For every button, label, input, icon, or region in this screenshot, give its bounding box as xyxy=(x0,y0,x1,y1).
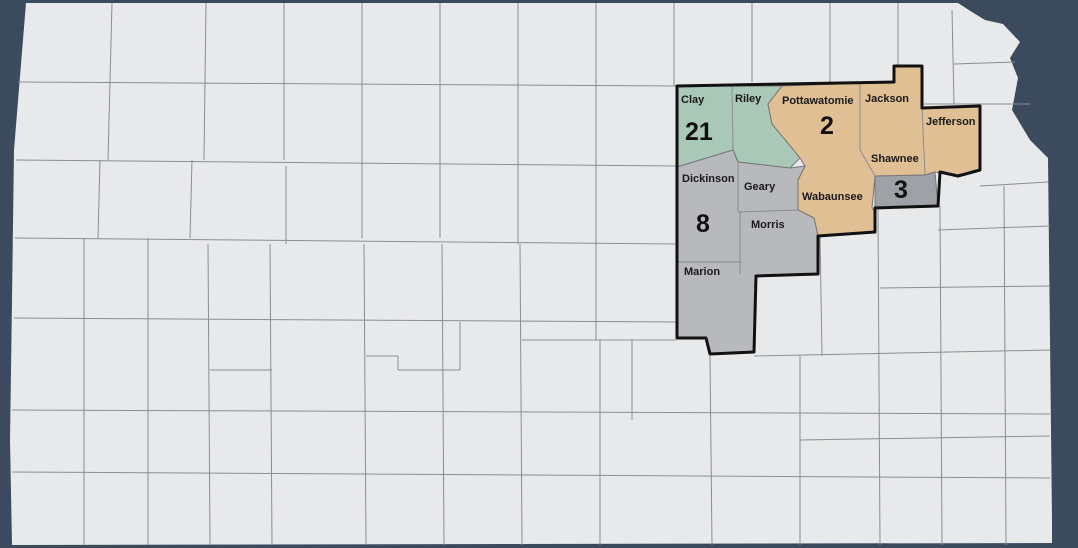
county-label-riley: Riley xyxy=(735,93,762,105)
county-label-shawnee: Shawnee xyxy=(871,153,919,165)
county-label-dickinson: Dickinson xyxy=(682,173,735,185)
county-label-wabaunsee: Wabaunsee xyxy=(802,191,863,203)
county-label-jackson: Jackson xyxy=(865,93,909,105)
district-number-8: 8 xyxy=(696,210,710,238)
county-label-clay: Clay xyxy=(681,94,705,106)
county-label-jefferson: Jefferson xyxy=(926,116,976,128)
county-label-marion: Marion xyxy=(684,266,720,278)
district-county-lines xyxy=(677,84,926,274)
county-label-morris: Morris xyxy=(751,219,785,231)
region-boundary xyxy=(675,64,982,356)
county-label-pottawatomie: Pottawatomie xyxy=(782,95,854,107)
county-grid xyxy=(11,2,1051,546)
county-label-geary: Geary xyxy=(744,181,776,193)
district-number-3: 3 xyxy=(894,176,908,204)
district-number-2: 2 xyxy=(820,112,834,140)
district-number-21: 21 xyxy=(685,118,713,146)
district-3-region xyxy=(874,171,939,209)
